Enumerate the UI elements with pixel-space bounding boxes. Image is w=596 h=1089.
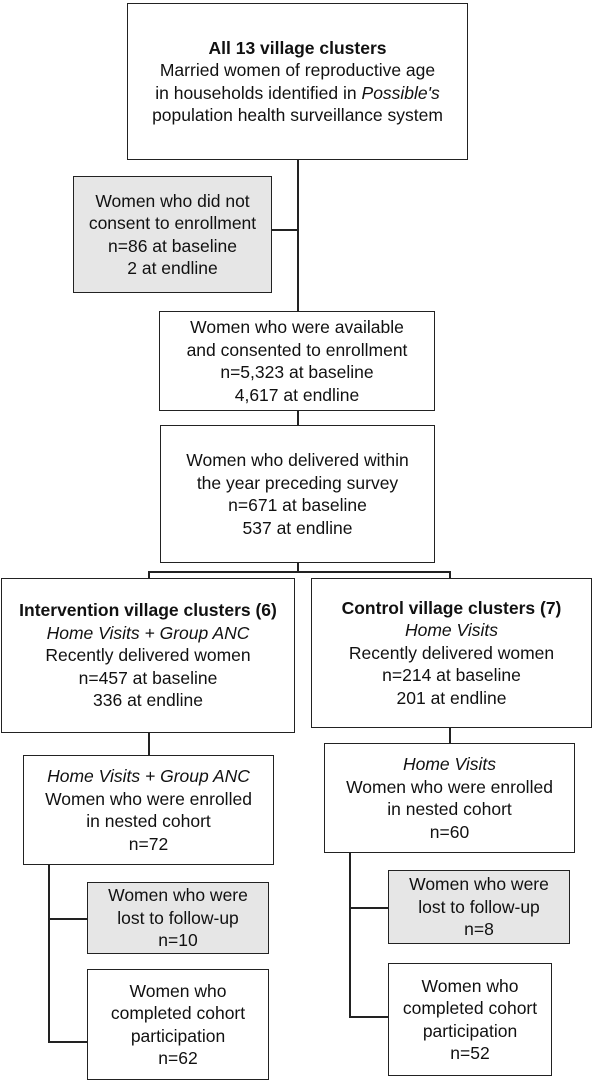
connector-delivered-down xyxy=(297,562,299,572)
no-consent-line3: n=86 at baseline xyxy=(108,235,237,256)
no-consent-line4: 2 at endline xyxy=(127,258,218,278)
connector-to-int-lost xyxy=(48,918,88,920)
int-completed-box: Women who completed cohort participation… xyxy=(87,969,269,1080)
ctl-cohort-line2: in nested cohort xyxy=(387,799,512,819)
consented-line3: n=5,323 at baseline xyxy=(220,362,374,382)
int-cohort-line3: n=72 xyxy=(128,833,169,854)
intervention-arm: Home Visits + Group ANC xyxy=(46,622,250,643)
intervention-box: Intervention village clusters (6) Home V… xyxy=(1,578,295,733)
int-completed-line3: participation xyxy=(130,1025,226,1046)
int-completed-line4: n=62 xyxy=(158,1048,198,1068)
delivered-line4: 537 at endline xyxy=(242,517,353,538)
int-lost-line2: lost to follow-up xyxy=(117,907,239,928)
connector-to-no-consent xyxy=(271,229,298,231)
control-box: Control village clusters (7) Home Visits… xyxy=(311,578,592,728)
connector-to-ctl-completed xyxy=(349,1016,389,1018)
ctl-lost-line1: Women who were xyxy=(409,874,549,895)
ctl-completed-line4: n=52 xyxy=(450,1043,490,1063)
delivered-line1: Women who delivered within xyxy=(186,450,409,470)
int-lost-line3: n=10 xyxy=(158,930,198,951)
ctl-completed-line3: participation xyxy=(422,1020,518,1041)
control-line1: Recently delivered women xyxy=(348,642,555,663)
control-title: Control village clusters (7) xyxy=(341,597,562,618)
ctl-completed-line2: completed cohort xyxy=(402,998,538,1018)
intervention-line3: 336 at endline xyxy=(93,690,203,711)
connector-ctl-cohort-down xyxy=(349,852,351,1017)
control-line2: n=214 at baseline xyxy=(382,665,521,686)
intervention-line1: Recently delivered women xyxy=(45,645,251,666)
intervention-title: Intervention village clusters (6) xyxy=(19,600,277,621)
connector-int-cohort-down xyxy=(48,864,50,1042)
ctl-lost-box: Women who were lost to follow-up n=8 xyxy=(388,870,570,944)
ctl-cohort-box: Home Visits Women who were enrolled in n… xyxy=(324,743,575,853)
int-cohort-line2: in nested cohort xyxy=(86,811,211,831)
no-consent-line2: consent to enrollment xyxy=(88,213,257,233)
ctl-completed-line1: Women who xyxy=(421,975,519,996)
delivered-box: Women who delivered within the year prec… xyxy=(160,425,435,563)
intervention-line2: n=457 at baseline xyxy=(78,667,218,688)
ctl-lost-line3: n=8 xyxy=(464,919,494,940)
consented-line4: 4,617 at endline xyxy=(234,384,360,405)
ctl-cohort-line1: Women who were enrolled xyxy=(346,776,553,797)
connector-branch-left xyxy=(148,571,150,579)
consented-line1: Women who were available xyxy=(190,317,404,337)
consented-line2: and consented to enrollment xyxy=(186,339,408,360)
delivered-line2: the year preceding survey xyxy=(196,472,399,493)
all-clusters-title: All 13 village clusters xyxy=(208,37,387,58)
no-consent-line1: Women who did not xyxy=(95,190,250,211)
connector-to-int-completed xyxy=(48,1041,88,1043)
int-cohort-box: Home Visits + Group ANC Women who were e… xyxy=(23,755,274,865)
int-cohort-line1: Women who were enrolled xyxy=(45,788,252,809)
connector-control-to-cohort xyxy=(449,727,451,744)
all-clusters-line2: in households identified in Possible's xyxy=(155,82,440,103)
ctl-cohort-arm: Home Visits xyxy=(402,754,497,774)
connector-intervention-to-cohort xyxy=(148,732,150,756)
connector-to-ctl-lost xyxy=(349,907,389,909)
int-completed-line1: Women who xyxy=(129,980,227,1001)
all-clusters-line1: Married women of reproductive age xyxy=(159,60,436,80)
connector-consented-to-delivered xyxy=(297,410,299,426)
consented-box: Women who were available and consented t… xyxy=(159,311,435,411)
ctl-completed-box: Women who completed cohort participation… xyxy=(388,963,552,1076)
connector-branch-right xyxy=(449,571,451,579)
int-completed-line2: completed cohort xyxy=(110,1003,246,1023)
possible-italic: Possible's xyxy=(361,82,440,103)
all-clusters-line3: population health surveillance system xyxy=(152,105,443,125)
delivered-line3: n=671 at baseline xyxy=(228,495,367,515)
int-lost-line1: Women who were xyxy=(108,885,248,906)
no-consent-box: Women who did not consent to enrollment … xyxy=(73,176,272,293)
connector-top-to-consented xyxy=(297,159,299,312)
connector-branch xyxy=(148,571,450,573)
control-arm: Home Visits xyxy=(404,620,499,641)
int-cohort-arm: Home Visits + Group ANC xyxy=(47,766,250,786)
int-lost-box: Women who were lost to follow-up n=10 xyxy=(87,882,269,954)
control-line3: 201 at endline xyxy=(396,687,507,708)
ctl-lost-line2: lost to follow-up xyxy=(418,896,540,917)
ctl-cohort-line3: n=60 xyxy=(429,821,470,842)
all-clusters-box: All 13 village clusters Married women of… xyxy=(127,3,468,160)
